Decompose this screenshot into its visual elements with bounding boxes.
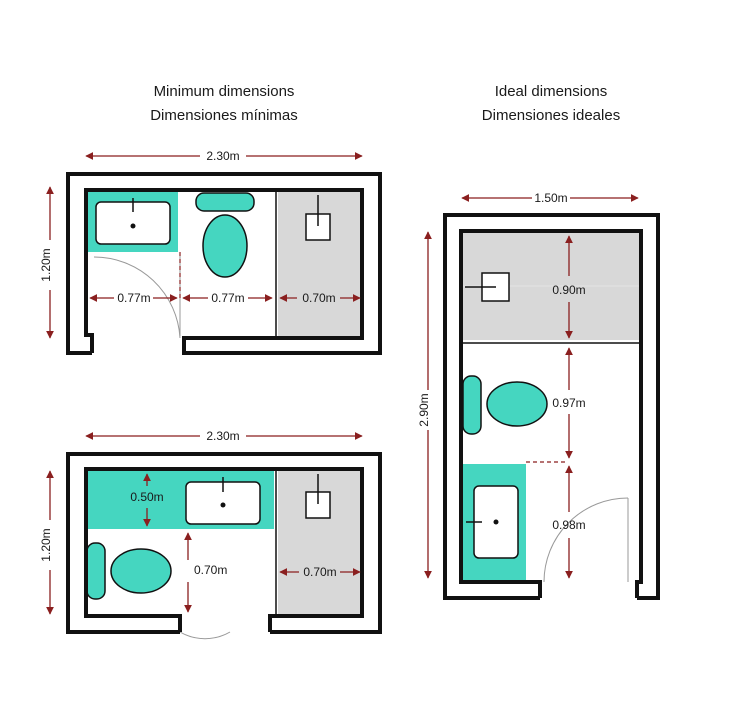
- plan-a-width-label: 2.30m: [206, 149, 239, 163]
- plan-c-door-swing: [543, 497, 629, 583]
- plan-a-outer-wall: [66, 172, 382, 355]
- plan-b-outer-wall: [66, 452, 382, 634]
- plan-b-height-label: 1.20m: [39, 528, 53, 561]
- plan-c-sink-zone-label: 0.98m: [552, 518, 585, 532]
- plan-a-toilet-tank: [195, 192, 255, 212]
- title-ideal-en: Ideal dimensions: [495, 83, 608, 100]
- plan-b-toilet-tank: [86, 542, 106, 600]
- plan-c-sink-drain: [493, 519, 499, 525]
- plan-c-toilet-icon: [486, 381, 548, 427]
- plan-b-inner-wall: [84, 467, 364, 632]
- plan-c-width-label: 1.50m: [534, 191, 567, 205]
- plan-b-shower-zone-label: 0.70m: [303, 565, 336, 579]
- plan-c-height-label: 2.90m: [417, 393, 431, 426]
- plan-a: 2.30m 1.20m 0.77m 0.77m 0.70: [39, 149, 382, 355]
- title-ideal-es: Dimensiones ideales: [482, 107, 620, 124]
- plan-a-toilet-icon: [202, 214, 248, 278]
- plan-c-inner-wall: [459, 229, 643, 598]
- plan-c: 1.50m 2.90m 0.90m 0.97m 0.98: [417, 191, 660, 600]
- plan-c-shower-zone-label: 0.90m: [552, 283, 585, 297]
- title-minimum-es: Dimensiones mínimas: [150, 107, 298, 124]
- plan-b-vanity-depth-label: 0.50m: [130, 490, 163, 504]
- plan-b-sink-drain: [220, 502, 226, 508]
- plan-a-sink-zone-label: 0.77m: [117, 291, 150, 305]
- title-minimum-en: Minimum dimensions: [154, 83, 295, 100]
- plan-a-toilet-zone-label: 0.77m: [211, 291, 244, 305]
- plan-b: 2.30m 1.20m 0.50m 0.70m 0.70m: [39, 429, 382, 640]
- plan-a-inner-wall: [84, 188, 364, 353]
- plan-a-sink-drain: [130, 223, 136, 229]
- plan-a-shower-zone-label: 0.70m: [302, 291, 335, 305]
- plan-c-toilet-tank: [462, 375, 482, 435]
- plan-b-toilet-zone-label: 0.70m: [194, 563, 227, 577]
- plan-b-door-swing: [179, 631, 231, 640]
- plan-a-door-swing: [93, 256, 181, 339]
- plan-b-width-label: 2.30m: [206, 429, 239, 443]
- plan-b-toilet-icon: [110, 548, 172, 594]
- plan-c-outer-wall: [443, 213, 660, 600]
- plan-c-toilet-zone-label: 0.97m: [552, 396, 585, 410]
- plan-a-height-label: 1.20m: [39, 248, 53, 281]
